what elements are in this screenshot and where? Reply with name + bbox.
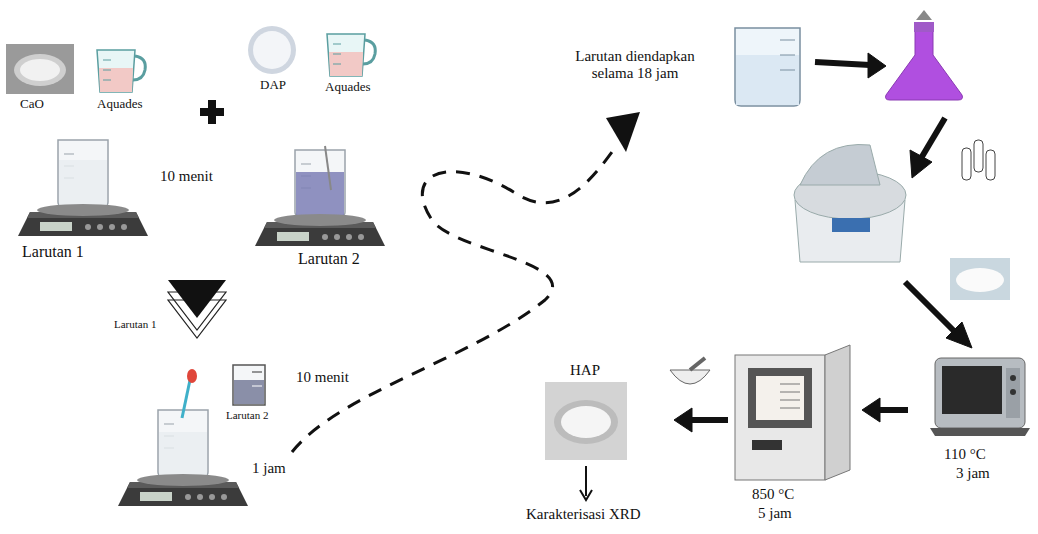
solution-label: Larutan 1	[114, 318, 156, 331]
cao-photo	[6, 44, 74, 94]
powder-bowl-photo	[950, 258, 1010, 300]
characterization-label: Karakterisasi XRD	[526, 506, 641, 523]
plus-sign	[200, 100, 224, 124]
balance-1	[18, 140, 148, 236]
material-label: Aquades	[325, 80, 371, 95]
dashed-flow-arrow	[292, 112, 640, 452]
balance-3	[118, 369, 248, 506]
time-label: 10 menit	[296, 369, 349, 386]
time-label: 3 jam	[956, 465, 990, 482]
aquades-cup	[97, 50, 145, 92]
product-label: HAP	[570, 362, 600, 379]
test-tubes	[962, 140, 995, 180]
hap-photo	[545, 382, 627, 460]
time-label: 1 jam	[252, 460, 286, 477]
furnace	[735, 345, 850, 480]
temperature-label: 110 °C	[944, 446, 986, 463]
settling-beaker	[735, 28, 800, 106]
temperature-label: 850 °C	[752, 486, 794, 503]
step-label: Larutan diendapkan selama 18 jam	[560, 48, 710, 83]
time-label: 5 jam	[758, 505, 792, 522]
material-label: Aquades	[97, 97, 143, 112]
oven	[930, 358, 1030, 436]
material-label: CaO	[20, 97, 44, 112]
material-label: DAP	[260, 78, 286, 93]
small-beaker	[233, 365, 265, 405]
down-arrow	[168, 280, 226, 338]
dap-photo	[248, 26, 296, 74]
flow-arrows	[580, 53, 972, 500]
solution-label: Larutan 2	[226, 409, 268, 422]
time-label: 10 menit	[160, 168, 213, 185]
solution-label: Larutan 1	[22, 243, 84, 261]
aquades-cup	[327, 34, 375, 76]
mortar	[670, 358, 710, 384]
balance-2	[255, 146, 385, 246]
centrifuge	[794, 145, 906, 263]
solution-label: Larutan 2	[298, 250, 360, 268]
flask	[886, 10, 963, 100]
